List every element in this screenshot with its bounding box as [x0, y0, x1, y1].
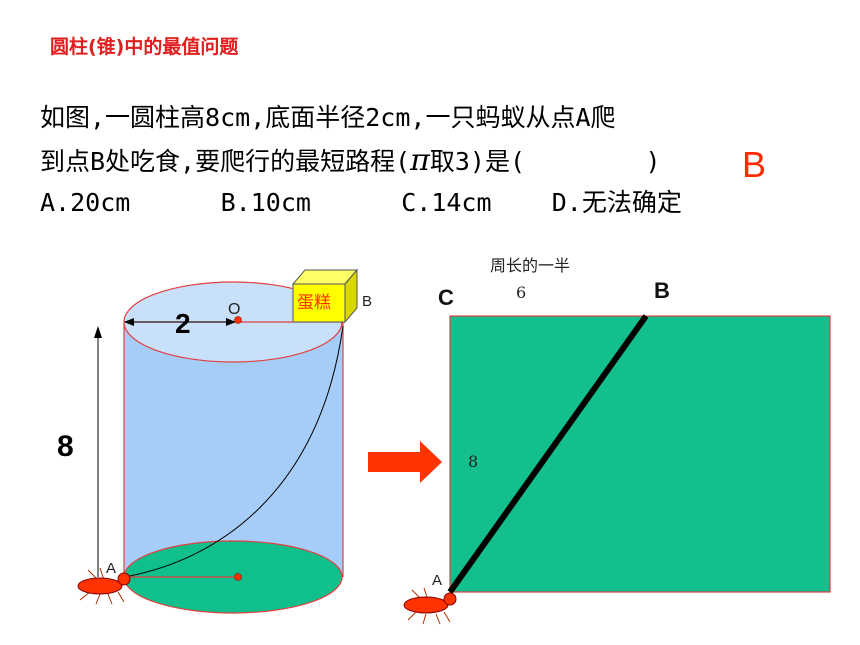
height-arrow-head	[94, 326, 102, 338]
center-label: O	[228, 301, 240, 318]
unfolded-rectangle	[449, 315, 831, 593]
shortest-path-line	[447, 314, 649, 594]
cylinder-point-a: A	[106, 560, 116, 577]
question-line-2-start: 到点B处吃食,要爬行的最短路程(	[40, 147, 411, 176]
radius-arrow-head-right	[226, 318, 236, 326]
rect-corner-a: A	[432, 572, 442, 589]
cake-label: 蛋糕	[297, 293, 331, 313]
radius-label: 2	[175, 308, 191, 339]
ant-path-curve	[123, 325, 344, 578]
answer-options: A.20cm B.10cm C.14cm D.无法确定	[40, 188, 682, 217]
height-label: 8	[57, 430, 74, 463]
cylinder-figure: O 2 8 蛋糕 B A	[57, 268, 372, 614]
cake-box	[291, 268, 359, 324]
half-perimeter-label: 周长的一半	[490, 256, 570, 275]
question-line-2-end: 取3)是( )	[429, 147, 661, 176]
radius-arrow-head-left	[124, 318, 134, 326]
pi-symbol: π	[410, 143, 430, 178]
question-line-2: 到点B处吃食,要爬行的最短路程(π取3)是( )	[40, 142, 661, 178]
rect-corner-c: C	[438, 285, 454, 310]
lesson-subtitle: 圆柱(锥)中的最值问题	[50, 36, 239, 58]
top-center-dot	[234, 316, 242, 324]
cylinder-body	[124, 322, 343, 577]
unfold-arrow-icon	[368, 441, 442, 483]
unfolded-rectangle-figure: 周长的一半 6 8 C B A	[403, 256, 831, 625]
bottom-center-dot	[234, 573, 242, 581]
ant-icon-rectangle	[403, 587, 457, 625]
question-line-1: 如图,一圆柱高8cm,底面半径2cm,一只蚂蚁从点A爬	[40, 103, 616, 132]
ant-icon	[77, 567, 131, 605]
rect-corner-b: B	[654, 278, 670, 303]
rect-height-value: 8	[468, 452, 478, 471]
cylinder-point-b: B	[362, 293, 372, 310]
answer-letter: B	[742, 144, 767, 185]
half-perimeter-value: 6	[516, 283, 526, 302]
